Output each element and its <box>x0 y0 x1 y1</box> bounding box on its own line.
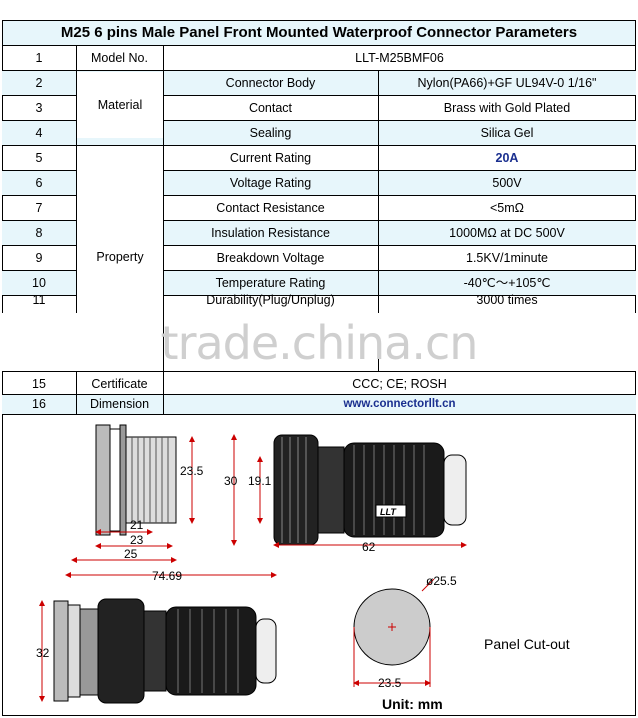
row-number: 3 <box>35 101 43 115</box>
row-value: Brass with Gold Plated <box>443 101 571 115</box>
row-number: 9 <box>35 251 43 265</box>
row-number: 1 <box>35 51 43 65</box>
dim-19-1: 19.1 <box>248 474 272 488</box>
watermark: trade.china.cn <box>160 316 479 370</box>
dim-21: 21 <box>130 518 144 532</box>
panel-cutout-view <box>353 578 435 687</box>
dim-62: 62 <box>362 540 376 554</box>
row-value: LLT-M25BMF06 <box>355 51 444 65</box>
row-value: 20A <box>495 151 519 165</box>
row-param: Insulation Resistance <box>211 226 330 240</box>
connector-side-view <box>273 434 467 546</box>
row-number: 5 <box>35 151 43 165</box>
row-number: 15 <box>32 377 46 391</box>
logo: LLT <box>380 507 397 517</box>
dim-74-69: 74.69 <box>152 569 182 583</box>
dim-23-5-cutout: 23.5 <box>378 676 402 690</box>
dim-32: 32 <box>36 646 50 660</box>
table-row: 11 Durability(Plug/Unplug) 3000 times <box>2 290 636 313</box>
row-value: <5mΩ <box>489 201 524 215</box>
row-param: Contact <box>248 101 293 115</box>
row-number: 16 <box>32 397 46 411</box>
row-number: 10 <box>32 276 46 290</box>
dimension-drawing: 23.5 21 23 25 LLT 30 19.1 62 <box>36 424 570 712</box>
dim-30: 30 <box>224 474 238 488</box>
row-number: 2 <box>35 76 43 90</box>
table-row: 7 Contact Resistance <5mΩ <box>2 196 636 221</box>
dim-25: 25 <box>124 547 138 561</box>
dim-23-5: 23.5 <box>180 464 204 478</box>
table-row: 15 Certificate CCC; CE; ROSH <box>2 371 636 395</box>
website-link[interactable]: www.connectorllt.cn <box>343 398 456 410</box>
column-divider <box>378 355 379 371</box>
dim-23: 23 <box>130 533 144 547</box>
column-divider <box>163 313 164 371</box>
row-param: Breakdown Voltage <box>216 251 325 265</box>
table-row: 1 Model No. LLT-M25BMF06 <box>2 46 636 71</box>
row-number: 8 <box>35 226 43 240</box>
row-value: 1.5KV/1minute <box>466 251 548 265</box>
row-value: 3000 times <box>476 293 538 307</box>
row-param: Sealing <box>249 126 292 140</box>
column-divider <box>163 371 164 415</box>
panel-cutout-label: Panel Cut-out <box>484 636 570 652</box>
row-param: Current Rating <box>229 151 312 165</box>
row-label: Dimension <box>89 397 150 411</box>
row-value: 500V <box>492 176 522 190</box>
group-label-material: Material <box>77 72 163 138</box>
cropped-gap <box>2 313 636 371</box>
row-value: 1000MΩ at DC 500V <box>449 226 565 240</box>
row-number: 6 <box>35 176 43 190</box>
sheet-title: M25 6 pins Male Panel Front Mounted Wate… <box>2 20 636 46</box>
column-divider <box>76 371 77 415</box>
column-divider <box>76 46 77 313</box>
row-value: -40℃～+105℃ <box>463 276 551 290</box>
row-number: 4 <box>35 126 43 140</box>
row-param: Temperature Rating <box>215 276 326 290</box>
table-row: 16 Dimension www.connectorllt.cn <box>2 395 636 415</box>
row-value: CCC; CE; ROSH <box>352 377 447 391</box>
row-number: 7 <box>35 201 43 215</box>
row-label: Model No. <box>91 51 148 65</box>
row-param: Voltage Rating <box>229 176 312 190</box>
column-divider <box>163 46 164 313</box>
table-row: 5 Current Rating 20A <box>2 146 636 171</box>
table-row: 3 Contact Brass with Gold Plated <box>2 96 636 121</box>
row-label: Certificate <box>91 377 148 391</box>
row-param: Durability(Plug/Unplug) <box>206 293 335 307</box>
dim-diameter-25-5: ø25.5 <box>426 574 457 588</box>
row-number: 11 <box>32 293 46 307</box>
row-param: Connector Body <box>225 76 316 90</box>
table-row: 9 Breakdown Voltage 1.5KV/1minute <box>2 246 636 271</box>
row-value: Nylon(PA66)+GF UL94V-0 1/16" <box>417 76 597 90</box>
panel-side-view <box>95 424 177 536</box>
unit-label: Unit: mm <box>382 696 443 712</box>
assembly-view <box>53 598 277 704</box>
column-divider <box>378 71 379 313</box>
row-value: Silica Gel <box>480 126 534 140</box>
row-param: Contact Resistance <box>216 201 325 215</box>
